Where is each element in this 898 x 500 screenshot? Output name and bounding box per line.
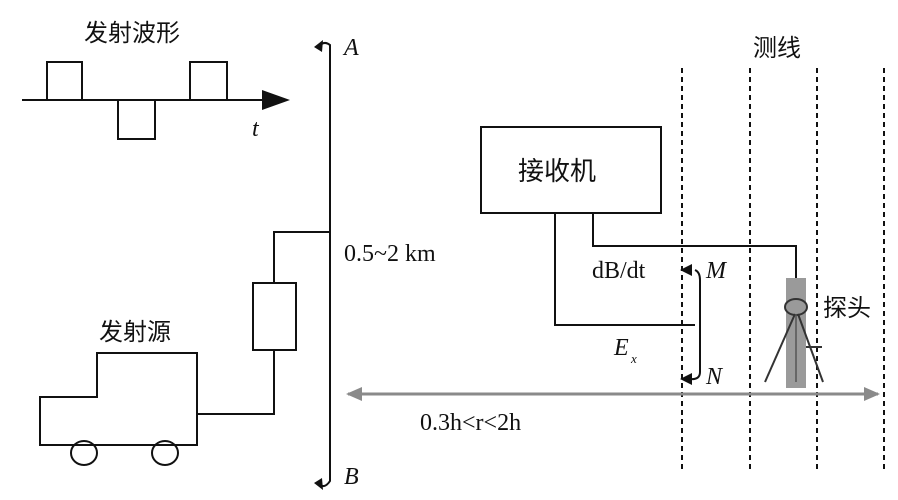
- vehicle-body: [39, 352, 198, 446]
- ex-label: E: [613, 335, 629, 361]
- wire-end-b-label: B: [344, 464, 359, 490]
- db-dt-label: dB/dt: [592, 258, 646, 284]
- transmitter-to-wire-cable: [273, 231, 330, 283]
- ex-subscript: x: [630, 351, 637, 366]
- time-axis-label: t: [252, 116, 260, 142]
- vehicle-wheel-rear: [70, 440, 98, 466]
- probe-leg-left: [764, 313, 796, 383]
- positive-pulse-1: [46, 61, 83, 100]
- survey-lines-label: 测线: [753, 34, 801, 62]
- time-axis-arrowhead: [262, 90, 290, 110]
- positive-pulse-2: [189, 61, 228, 100]
- offset-distance: 0.3h<r<2h: [346, 387, 880, 436]
- receiver-box: [480, 126, 662, 214]
- vehicle-cable: [197, 350, 275, 415]
- grounded-wire: [317, 41, 331, 487]
- wire-length-label: 0.5~2 km: [344, 241, 436, 267]
- wire-end-a-label: A: [342, 35, 359, 61]
- mn-electrode-line: [689, 269, 701, 381]
- electrode-m-label: M: [705, 258, 728, 284]
- receiver: 接收机 dB/dt M N E x: [480, 126, 797, 390]
- receiver-label: 接收机: [518, 157, 596, 187]
- probe-cable: [592, 213, 797, 280]
- survey-lines: 测线: [681, 34, 885, 472]
- ex-cable: [554, 213, 695, 326]
- grounded-wire-ab: A B 0.5~2 km: [314, 35, 436, 490]
- vehicle-wheel-front: [151, 440, 179, 466]
- wire-end-b-arrow: [314, 478, 323, 490]
- electrode-n-arrow: [680, 373, 692, 385]
- electrode-m-arrow: [680, 264, 692, 276]
- transmitter-vehicle: 发射源: [39, 231, 330, 466]
- probe-label: 探头: [823, 294, 871, 322]
- wire-end-a-arrow: [314, 40, 323, 52]
- electrode-n-label: N: [705, 364, 724, 390]
- transmit-waveform: 发射波形 t: [22, 19, 290, 142]
- waveform-title: 发射波形: [84, 19, 180, 47]
- transmitter-unit: [252, 282, 297, 351]
- offset-label: 0.3h<r<2h: [420, 410, 521, 436]
- source-label: 发射源: [99, 318, 171, 346]
- negative-pulse: [117, 100, 156, 140]
- probe: 探头: [764, 278, 871, 388]
